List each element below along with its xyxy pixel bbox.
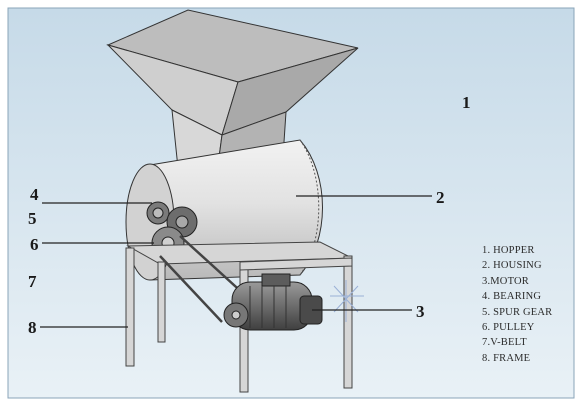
v-belt — [159, 235, 247, 323]
parts-legend: 1. HOPPER 2. HOUSING 3.MOTOR 4. BEARING … — [482, 243, 552, 366]
callout-7: 7 — [28, 272, 37, 291]
motor-mount-sketch — [330, 280, 364, 322]
frame-border — [7, 7, 575, 399]
callout-5: 5 — [28, 209, 37, 228]
legend-item-pulley: 6. PULLEY — [482, 322, 535, 334]
callout-1: 1 — [462, 93, 471, 112]
legend-item-frame: 8. FRAME — [482, 352, 531, 364]
callout-2: 2 — [436, 188, 445, 207]
legend-item-bearing: 4. BEARING — [482, 291, 542, 303]
legend-item-spur-gear: 5. SPUR GEAR — [482, 306, 553, 318]
leader-lines — [40, 195, 432, 328]
callout-4: 4 — [30, 185, 39, 204]
callout-8: 8 — [28, 318, 37, 337]
legend-item-hopper: 1. HOPPER — [482, 245, 535, 256]
bearing — [146, 201, 170, 225]
legend-item-v-belt: 7.V-BELT — [482, 337, 527, 349]
motor — [223, 273, 323, 331]
legend-item-housing: 2. HOUSING — [482, 260, 542, 272]
callout-3: 3 — [416, 302, 425, 321]
callout-6: 6 — [30, 235, 39, 254]
legend-item-motor: 3.MOTOR — [482, 275, 530, 287]
